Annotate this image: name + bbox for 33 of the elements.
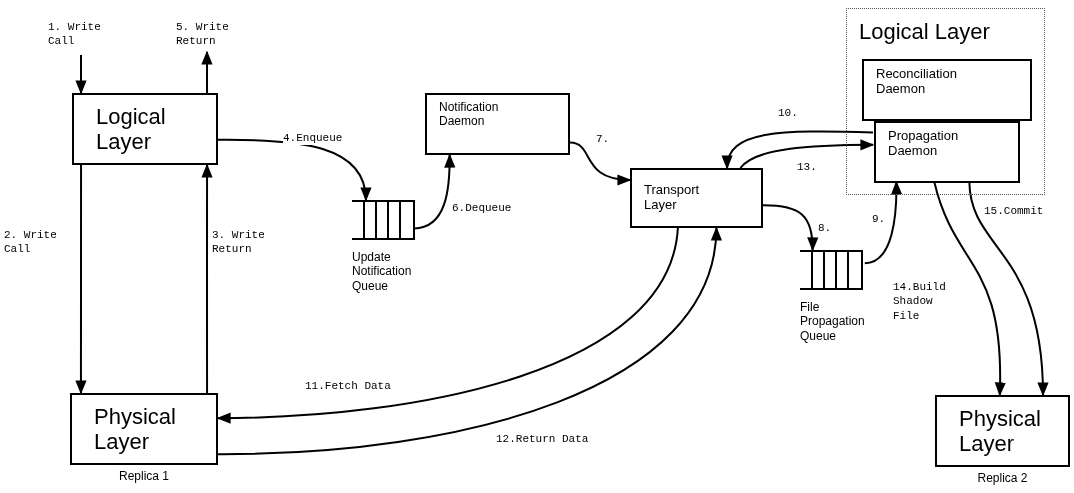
- process-box: [72, 93, 218, 165]
- box-label: Physical Layer: [93, 403, 177, 455]
- queue-label: File Propagation Queue: [800, 300, 866, 344]
- process-box: [862, 59, 1032, 121]
- box-label: Notification Daemon: [439, 101, 500, 129]
- box-label: Propagation Daemon: [888, 129, 960, 159]
- box-label: Logical Layer: [95, 103, 167, 155]
- group-box: [846, 8, 1045, 195]
- replica-caption: Replica 1: [118, 469, 170, 483]
- box-label: Transport Layer: [644, 183, 701, 213]
- arrow: [217, 138, 371, 202]
- box-label: Physical Layer: [958, 405, 1042, 457]
- arrow: [201, 50, 213, 94]
- edge-label: 6.Dequeue: [452, 201, 512, 216]
- queue-label: Update Notification Queue: [352, 250, 413, 294]
- arrow: [413, 153, 456, 230]
- arrow: [217, 226, 721, 456]
- arrow: [75, 54, 87, 95]
- edge-label: 4.Enqueue: [283, 131, 343, 146]
- arrow: [201, 163, 213, 394]
- arrow: [968, 181, 1049, 397]
- arrow: [723, 130, 874, 170]
- replica-caption: Replica 2: [976, 471, 1029, 485]
- process-box: [630, 168, 763, 228]
- arrow: [75, 164, 87, 395]
- process-box: [425, 93, 570, 155]
- process-box: [874, 121, 1020, 183]
- arrow: [739, 139, 875, 169]
- arrow: [933, 181, 1006, 397]
- group-title: Logical Layer: [859, 19, 991, 45]
- arrow: [762, 204, 818, 252]
- arrow: [569, 141, 632, 185]
- box-label: Reconciliation Daemon: [876, 67, 958, 97]
